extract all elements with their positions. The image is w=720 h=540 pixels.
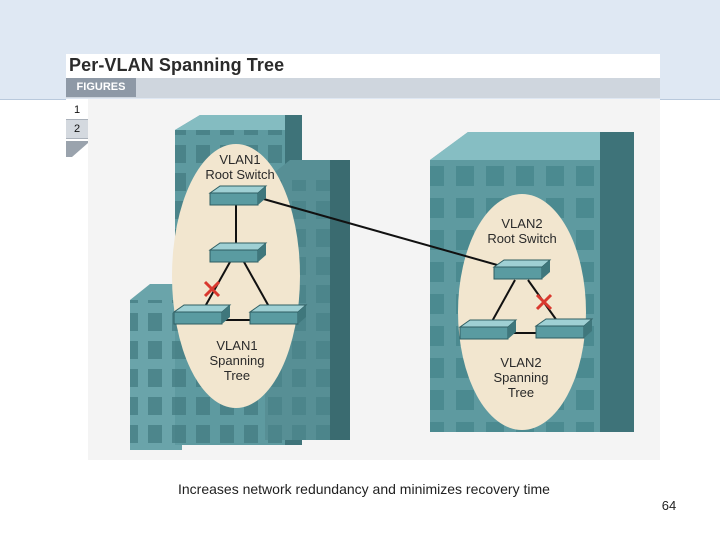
figure-header: Per-VLAN Spanning Tree (66, 54, 660, 98)
vlan2-tree-label: VLAN2 Spanning Tree (493, 355, 549, 400)
blocked-port-mark (203, 280, 221, 298)
figure-number-2[interactable]: 2 (66, 119, 88, 139)
page-number: 64 (661, 498, 677, 513)
panel-corner-shape (66, 141, 88, 157)
figure-number-1[interactable]: 1 (73, 104, 81, 116)
vlan2-spanning-oval (458, 194, 586, 430)
switch-icon (208, 242, 268, 263)
switch-icon (534, 318, 594, 339)
figures-tab[interactable]: FIGURES (66, 78, 136, 97)
vlan1-root-label: VLAN1 Root Switch (205, 152, 275, 182)
vlan1-tree-label: VLAN1 Spanning Tree (209, 338, 265, 383)
figure-number-panel: 1 2 (66, 99, 88, 157)
figure-title: Per-VLAN Spanning Tree (69, 55, 285, 75)
switch-icon (248, 304, 308, 325)
vlan2-root-label: VLAN2 Root Switch (487, 216, 557, 246)
switch-icon (172, 304, 232, 325)
vlan1-spanning-oval (172, 144, 300, 408)
figure-header-strip (66, 78, 660, 98)
switch-icon (458, 319, 518, 340)
switch-icon (208, 185, 268, 206)
figure-caption: Increases network redundancy and minimiz… (178, 481, 550, 497)
blocked-port-mark (535, 293, 553, 311)
switch-icon (492, 259, 552, 280)
